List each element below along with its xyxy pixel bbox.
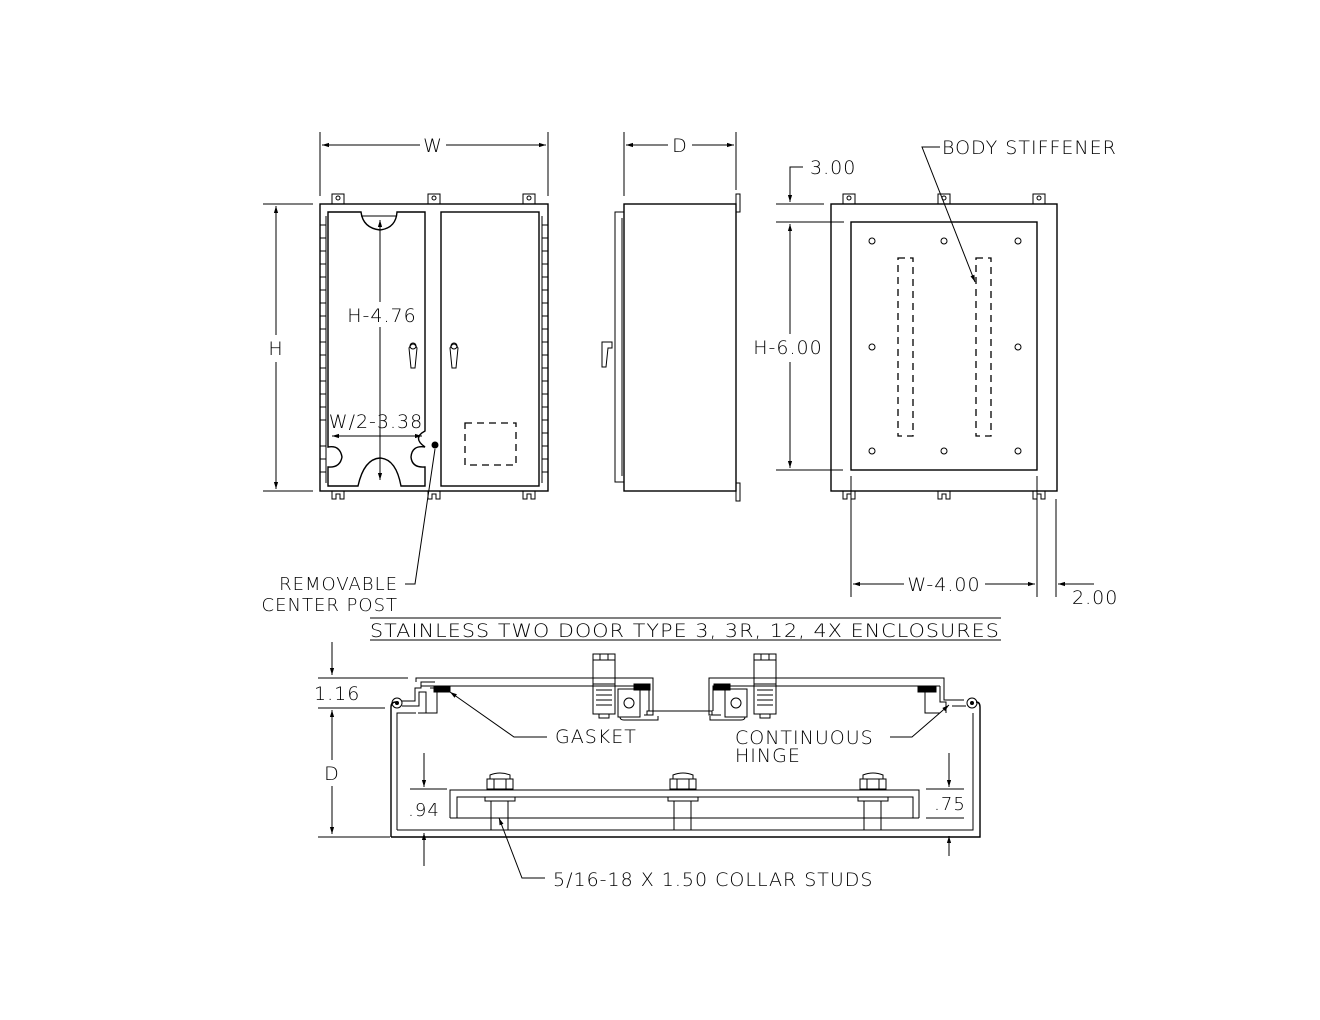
door-depth-label: 1.16 [314, 683, 360, 705]
callout-studs: 5/16-18 X 1.50 COLLAR STUDS [553, 869, 873, 891]
section-view: 1.16 D [314, 642, 981, 891]
gasket-icon [433, 685, 451, 693]
back-view: BODY STIFFENER 3.00 H-6.00 [753, 137, 1118, 609]
inner-width-label-back: W-4.00 [907, 574, 980, 596]
title-block: STAINLESS TWO DOOR TYPE 3, 3R, 12, 4X EN… [370, 617, 1001, 642]
depth-label: D [672, 135, 688, 157]
depth-label-section: D [324, 763, 340, 785]
center-post-icon [431, 441, 439, 449]
callout-body-stiffener: BODY STIFFENER [942, 137, 1117, 159]
callout-hinge: HINGE [735, 745, 801, 767]
left-stud-label: .94 [408, 800, 440, 821]
callout-continuous: CONTINUOUS [735, 727, 874, 749]
collar-stud-icon [484, 772, 889, 831]
drawing-title: STAINLESS TWO DOOR TYPE 3, 3R, 12, 4X EN… [370, 620, 1000, 642]
inner-width-label: W/2-3.38 [329, 411, 423, 433]
right-stud-label: .75 [934, 794, 966, 815]
top-offset-label: 3.00 [810, 157, 856, 179]
inner-height-label: H-4.76 [347, 305, 416, 327]
callout-removable: REMOVABLE [279, 574, 398, 595]
callout-center-post: CENTER POST [262, 595, 398, 616]
side-offset-label: 2.00 [1072, 587, 1118, 609]
front-view: W H H-4.76 W/2-3.38 [262, 132, 549, 616]
callout-gasket: GASKET [555, 726, 637, 748]
inner-height-label-back: H-6.00 [753, 337, 822, 359]
side-view: D [601, 132, 741, 502]
width-label: W [423, 135, 443, 157]
height-label: H [268, 338, 283, 360]
